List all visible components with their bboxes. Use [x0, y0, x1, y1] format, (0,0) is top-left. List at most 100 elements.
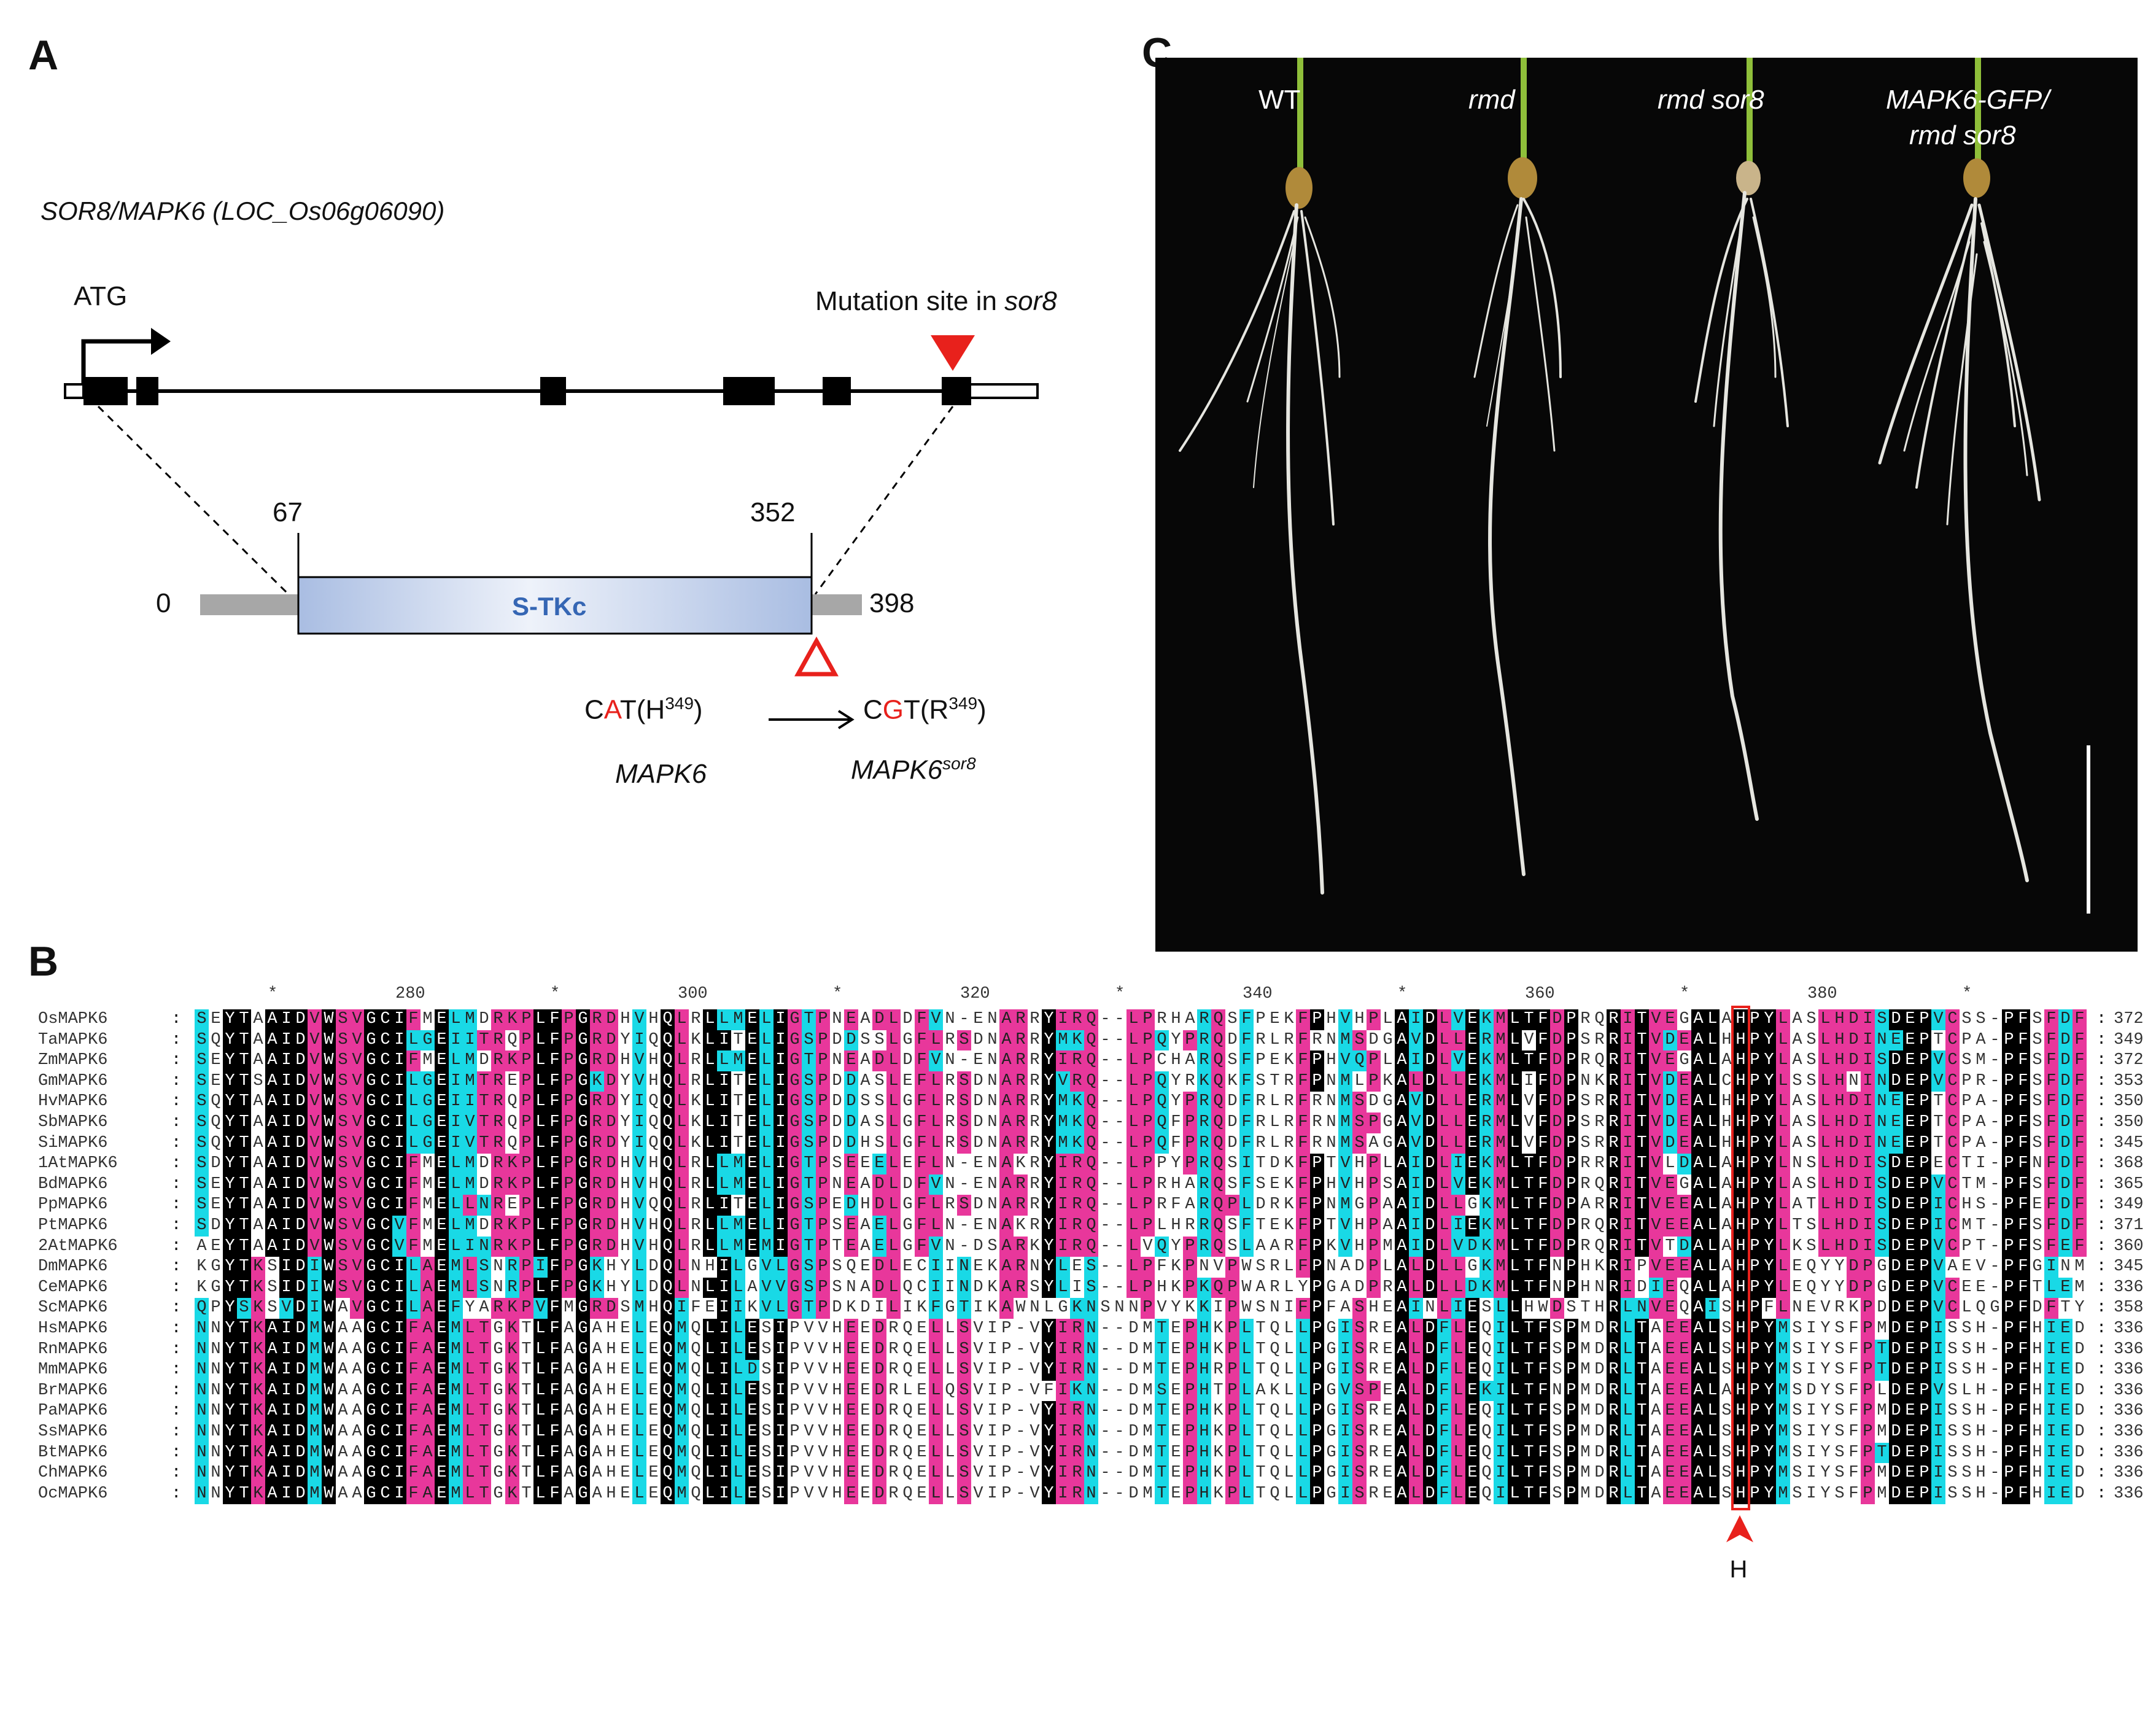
residue: L	[1621, 1483, 1635, 1505]
residue: S	[761, 1402, 772, 1421]
sequence-name: ChMAPK6	[38, 1464, 108, 1483]
residue: I	[632, 1092, 646, 1112]
residue: Q	[1481, 1484, 1492, 1503]
residue: Y	[223, 1483, 237, 1505]
residue: Q	[691, 1340, 701, 1359]
residue: L	[1409, 1257, 1423, 1278]
residue: -	[1015, 1319, 1026, 1338]
residue: L	[703, 1112, 717, 1133]
residue: F	[548, 1030, 562, 1051]
residue: L	[1270, 1113, 1280, 1132]
sequence-name: OcMAPK6	[38, 1484, 108, 1503]
residue: F	[1764, 1299, 1774, 1318]
residue: I	[1806, 1402, 1817, 1421]
residue: L	[1508, 1071, 1522, 1092]
residue: F	[406, 1216, 421, 1237]
residue: I	[987, 1443, 998, 1462]
residue: S	[1806, 1030, 1817, 1049]
residue: Y	[1762, 1236, 1776, 1257]
residue: Y	[223, 1339, 237, 1361]
residue: N	[1875, 1133, 1889, 1154]
residue: E	[745, 1380, 759, 1402]
residue: D	[1889, 1422, 1903, 1443]
residue: A	[999, 1009, 1014, 1030]
residue: H	[1832, 1236, 1847, 1257]
residue: E	[1171, 1381, 1181, 1400]
residue: Q	[661, 1050, 675, 1071]
residue: R	[1270, 1257, 1280, 1276]
residue: P	[1748, 1257, 1762, 1278]
residue: E	[1677, 1360, 1691, 1381]
residue: R	[888, 1361, 899, 1380]
residue: H	[860, 1195, 871, 1214]
residue: V	[1030, 1464, 1040, 1483]
residue: I	[279, 1174, 293, 1195]
separator: :	[2096, 1484, 2107, 1503]
residue: L	[1409, 1071, 1423, 1092]
residue: R	[1014, 1277, 1028, 1299]
residue: R	[888, 1443, 899, 1462]
residue: E	[1465, 1092, 1479, 1112]
residue: -	[1990, 1071, 2000, 1090]
residue: E	[435, 1380, 449, 1402]
residue: H	[1197, 1442, 1211, 1464]
residue: S	[987, 1237, 998, 1256]
residue: R	[1312, 1030, 1322, 1049]
residue: Q	[691, 1443, 701, 1462]
residue: E	[745, 1236, 759, 1257]
residue: E	[1903, 1422, 1917, 1443]
residue: V	[350, 1298, 364, 1319]
residue: R	[1030, 1071, 1040, 1090]
residue: H	[620, 1154, 630, 1173]
residue: M	[1877, 1319, 1887, 1338]
residue: M	[1776, 1422, 1790, 1443]
residue: S	[1947, 1319, 1958, 1338]
residue: M	[1494, 1257, 1508, 1278]
residue: H	[1157, 1278, 1167, 1297]
residue: A	[1395, 1463, 1409, 1484]
residue: D	[604, 1174, 618, 1195]
residue: I	[717, 1030, 731, 1051]
residue: W	[322, 1216, 336, 1237]
residue: H	[832, 1484, 842, 1503]
residue: D	[1550, 1154, 1564, 1175]
residue: T	[1255, 1216, 1266, 1235]
residue: I	[1409, 1154, 1423, 1175]
residue: S	[1947, 1443, 1958, 1462]
residue: A	[1651, 1381, 1661, 1400]
residue: H	[2032, 1443, 2042, 1462]
residue: H	[1832, 1050, 1847, 1071]
residue: D	[844, 1112, 858, 1133]
residue: N	[1114, 1299, 1125, 1318]
residue: P	[2002, 1236, 2016, 1257]
residue: V	[1649, 1257, 1663, 1278]
residue: D	[1423, 1050, 1437, 1071]
residue: L	[406, 1030, 421, 1051]
residue: Y	[620, 1133, 630, 1152]
residue: D	[1847, 1257, 1861, 1278]
residue: V	[308, 1050, 322, 1071]
residue: K	[1479, 1009, 1494, 1030]
residue: P	[1310, 1195, 1324, 1216]
residue: -	[1100, 1154, 1111, 1173]
gene-model	[64, 377, 1039, 405]
residue: F	[1848, 1443, 1859, 1462]
residue: T	[1635, 1009, 1649, 1030]
residue: M	[731, 1236, 745, 1257]
residue: S	[2032, 1092, 2042, 1111]
residue: L	[717, 1216, 731, 1237]
residue: V	[1451, 1236, 1465, 1257]
residue: P	[562, 1154, 576, 1175]
residue: S	[802, 1092, 816, 1112]
residue: Q	[902, 1278, 913, 1297]
residue: -	[1990, 1010, 2000, 1028]
mutation-site-marker	[931, 335, 975, 371]
residue: I	[774, 1483, 788, 1505]
sequence-end-position: 350	[2114, 1092, 2144, 1111]
residue: S	[1806, 1175, 1817, 1194]
residue: H	[1734, 1133, 1748, 1154]
residue: R	[590, 1154, 604, 1175]
residue: K	[1284, 1154, 1294, 1173]
residue: T	[1961, 1175, 1972, 1194]
residue: S	[1834, 1464, 1845, 1483]
